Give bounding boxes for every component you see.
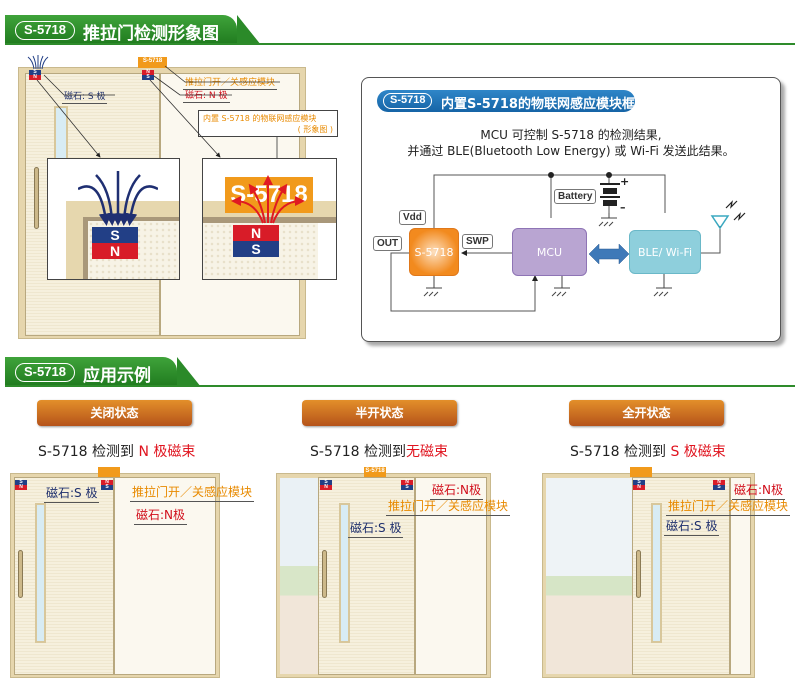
- label-magnet-s: 磁石: S 极: [62, 89, 108, 104]
- vdd-label: Vdd: [399, 210, 426, 225]
- ble-wifi-block: BLE/ Wi-Fi: [629, 230, 701, 274]
- label-magnet-n: 磁石:N极: [430, 481, 484, 500]
- section-title: 应用示例: [83, 366, 151, 386]
- swp-label: SWP: [462, 234, 493, 249]
- sliding-door-panel: [318, 477, 415, 675]
- model-pill: S-5718: [15, 21, 75, 40]
- fixed-wall-panel: [114, 477, 216, 675]
- label-door-module: 推拉门开／关感应模块: [183, 75, 278, 90]
- label-magnet-s: 磁石:S 极: [348, 519, 404, 538]
- sensor-chip-small: [98, 467, 120, 477]
- sliding-door-panel: [14, 477, 114, 675]
- battery-minus: –: [620, 201, 626, 214]
- section-header-door-detection: S-5718 推拉门检测形象图: [5, 15, 795, 45]
- battery-label: Battery: [554, 189, 597, 204]
- label-magnet-n: 磁石:N极: [134, 506, 188, 525]
- section-tab: [5, 357, 201, 387]
- circuit-wiring: [390, 172, 746, 312]
- callout-line2: ( 形象图 ): [297, 125, 333, 134]
- door-window: [35, 503, 46, 643]
- block-diagram-header: S-5718 内置S-5718的物联网感应模块框图: [377, 90, 635, 131]
- result-closed: S-5718 检测到 N 极磁束: [38, 444, 196, 460]
- result-highlight: N 极磁束: [138, 444, 196, 460]
- junction-dot: [606, 172, 612, 178]
- door-handle: [34, 167, 39, 229]
- result-half-open: S-5718 检测到无磁束: [310, 444, 449, 460]
- block-diagram-card: S-5718 内置S-5718的物联网感应模块框图 MCU 可控制 S-5718…: [361, 77, 781, 342]
- builtin-module-callout: 内置 S-5718 的物联网感应模块 ( 形象图 ): [198, 110, 338, 137]
- door-window: [651, 503, 662, 643]
- pole-top: N: [233, 225, 279, 241]
- pole-bottom: S: [233, 241, 279, 257]
- battery-icon: [600, 183, 620, 213]
- bidirectional-arrow-icon: [588, 243, 630, 265]
- label-magnet-n: 磁石:N极: [732, 481, 786, 500]
- state-button-closed[interactable]: 关闭状态: [37, 400, 192, 426]
- door-window: [339, 503, 350, 643]
- room-view: [546, 478, 632, 674]
- leader-lines: [36, 65, 280, 178]
- label-door-module: 推拉门开／关感应模块: [666, 497, 791, 516]
- flux-arrows-outward-icon: [231, 175, 305, 224]
- ground-icons: [423, 213, 672, 297]
- section-title: 推拉门检测形象图: [83, 24, 219, 44]
- label-magnet-n: 磁石: N 极: [183, 88, 230, 103]
- pole-bottom: N: [92, 243, 138, 259]
- magnet-detail-s-n: S N: [92, 227, 138, 259]
- flux-arrows-inward-icon: [78, 171, 158, 226]
- result-fully-open: S-5718 检测到 S 极磁束: [570, 444, 726, 460]
- model-pill: S-5718: [383, 93, 433, 109]
- callout-line1: 内置 S-5718 的物联网感应模块: [203, 114, 317, 123]
- mcu-block: MCU: [512, 228, 587, 276]
- pole-top: S: [92, 227, 138, 243]
- result-highlight: 无磁束: [406, 444, 449, 460]
- door-handle: [322, 550, 327, 598]
- sensor-chip-small: [630, 467, 652, 477]
- section-header-applications: S-5718 应用示例: [5, 357, 795, 387]
- zoom-sensor-detail: S-5718 N S: [202, 158, 337, 280]
- label-door-module: 推拉门开／关感应模块: [130, 483, 255, 502]
- sliding-door-panel: [632, 477, 730, 675]
- section-rule: [5, 385, 795, 387]
- block-diagram-title: 内置S-5718的物联网感应模块框图: [441, 97, 635, 131]
- sensor-chip-small: S-5718: [364, 467, 386, 477]
- door-handle: [18, 550, 23, 598]
- antenna-icon: [710, 200, 746, 230]
- junction-dot: [548, 172, 554, 178]
- section-rule: [5, 43, 795, 45]
- description-line2: 并通过 BLE(Bluetooth Low Energy) 或 Wi-Fi 发送…: [407, 144, 735, 158]
- room-view: [280, 478, 320, 674]
- fixed-wall-panel: [730, 477, 751, 675]
- section-tab: [5, 15, 261, 45]
- sensor-block: S-5718: [409, 228, 459, 276]
- flux-lines-icon: [27, 55, 49, 70]
- result-highlight: S 极磁束: [670, 444, 726, 460]
- out-label: OUT: [373, 236, 403, 251]
- state-button-fully-open[interactable]: 全开状态: [569, 400, 724, 426]
- battery-plus: +: [620, 175, 630, 188]
- model-pill: S-5718: [15, 363, 75, 382]
- state-button-half-open[interactable]: 半开状态: [302, 400, 457, 426]
- label-door-module: 推拉门开／关感应模块: [386, 497, 511, 516]
- label-magnet-s: 磁石:S 极: [664, 517, 720, 536]
- door-handle: [636, 550, 641, 598]
- label-magnet-s: 磁石:S 极: [44, 484, 100, 503]
- sensor-chip-small: S-5718: [138, 57, 167, 68]
- fixed-wall-panel: [415, 477, 487, 675]
- description-line1: MCU 可控制 S-5718 的检测结果,: [480, 128, 662, 142]
- zoom-closed-detail: S N: [47, 158, 180, 280]
- magnet-detail-n-s: N S: [233, 225, 279, 257]
